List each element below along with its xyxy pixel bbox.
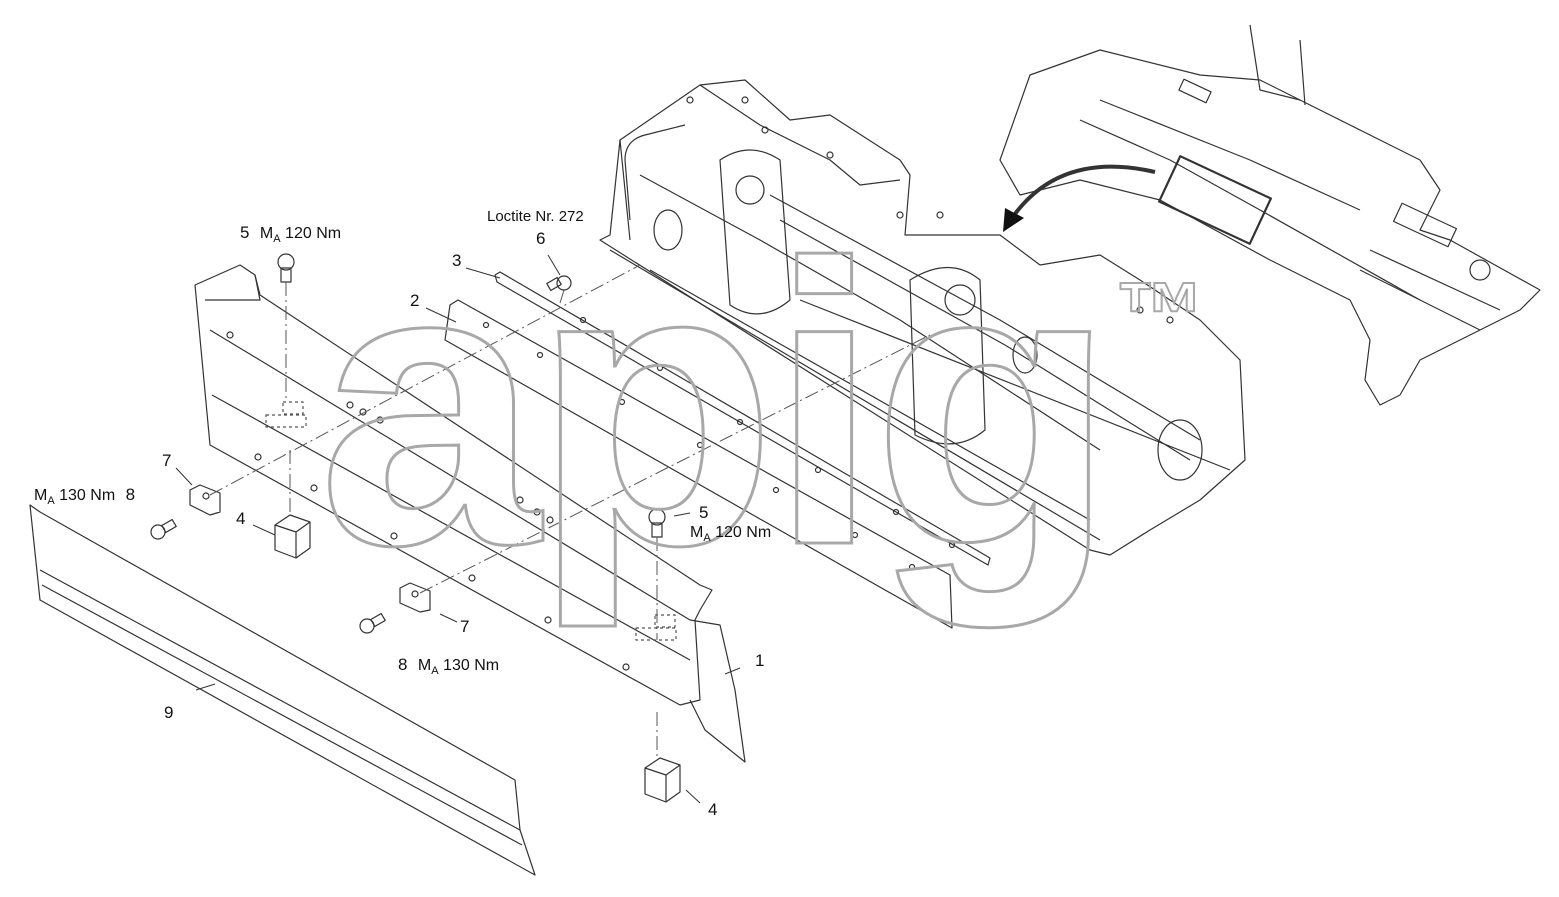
torque-subscript: A (273, 233, 281, 246)
watermark-text: apig (316, 181, 1117, 628)
callout-8-lower-torque: 8 MA 130 Nm (398, 656, 499, 677)
frame-assembly (599, 79, 1246, 556)
part-9-blade (29, 504, 536, 876)
callout-4-upper: 4 (236, 509, 246, 528)
torque-subscript: A (431, 665, 439, 678)
part-4-block-upper (274, 514, 311, 559)
torque-value: 120 Nm (715, 524, 772, 541)
part-8-bolt-lower (359, 612, 386, 634)
torque-subscript: A (47, 495, 55, 508)
torque-subscript: A (703, 532, 711, 545)
callout-8-upper-torque: MA 130 Nm 8 (34, 486, 135, 507)
callout-4-lower: 4 (708, 800, 718, 819)
callout-8-lower: 8 (398, 655, 408, 674)
callout-2: 2 (410, 291, 420, 310)
callout-5-upper-torque: 5 MA 120 Nm (240, 224, 341, 245)
callout-1: 1 (755, 651, 765, 670)
callout-5-lower-torque: MA 120 Nm (690, 525, 771, 544)
watermark-trademark: ™ (1114, 265, 1206, 365)
torque-value: 120 Nm (285, 225, 342, 242)
callout-7-upper: 7 (162, 451, 172, 470)
torque-value: 130 Nm (59, 487, 116, 504)
machine-overview (999, 24, 1541, 406)
part-8-bolt-upper (150, 518, 177, 540)
callout-8-upper: 8 (125, 485, 136, 504)
callout-9: 9 (164, 703, 174, 722)
torque-value: 130 Nm (443, 657, 500, 674)
part-7-clamp-upper (189, 484, 221, 516)
callout-5-lower: 5 (699, 503, 709, 522)
torque-symbol: M (34, 487, 48, 504)
part-4-block-lower (644, 757, 681, 803)
leader-lines (175, 254, 741, 804)
part-3-thin-strip (494, 271, 991, 566)
rotation-arrow (1010, 164, 1156, 220)
torque-symbol: M (259, 225, 274, 242)
callout-7-lower: 7 (460, 617, 470, 636)
assembly-centerlines (209, 264, 931, 760)
torque-symbol: M (690, 524, 704, 541)
part-5-bolt-upper (277, 253, 295, 283)
torque-symbol: M (417, 657, 432, 674)
part-1-rear-plate (194, 264, 746, 763)
arrow-head (1003, 208, 1024, 232)
part-7-clamp-lower (399, 582, 431, 613)
part-2-strip (444, 299, 953, 629)
callout-6: 6 (536, 229, 546, 248)
loctite-note: Loctite Nr. 272 (487, 208, 584, 225)
callout-5-upper: 5 (240, 223, 250, 242)
callout-3: 3 (452, 251, 462, 270)
